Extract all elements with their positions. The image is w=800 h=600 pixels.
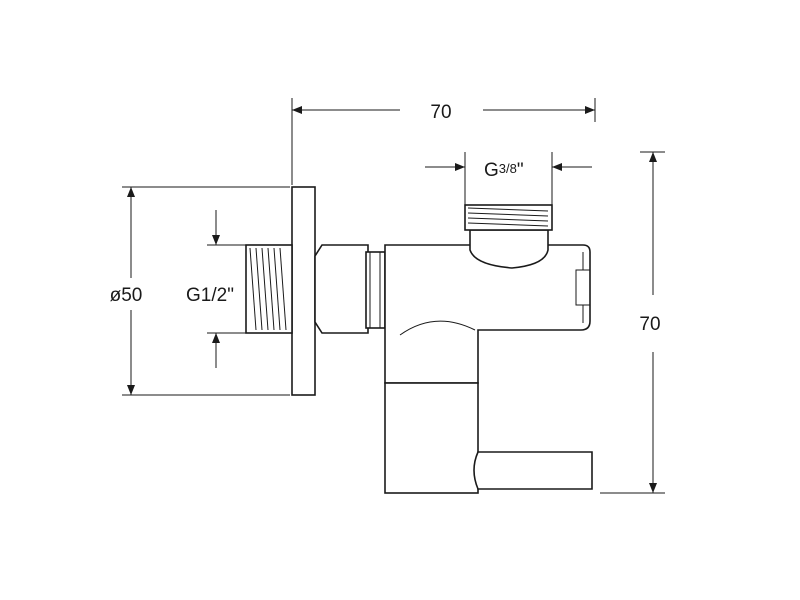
dimension-width: 70: [291, 98, 596, 185]
valve-bore-curve: [399, 320, 476, 336]
dimension-inlet-thread-label: G1/2": [186, 285, 234, 306]
collar-ring: [365, 251, 386, 329]
wall-flange-plate: [291, 186, 316, 396]
valve-knob-housing: [384, 382, 479, 494]
dimension-inlet-thread: G1/2": [186, 210, 246, 368]
outlet-neck: [469, 229, 549, 269]
valve-end-slot: [575, 252, 584, 323]
dimension-outlet-thread-label: G3/8": [484, 160, 524, 181]
valve-collar: [314, 244, 369, 334]
dimension-flange-diameter: ø50: [110, 186, 290, 396]
dimension-width-label: 70: [430, 102, 451, 123]
inlet-thread: [245, 244, 293, 334]
dimension-outlet-thread: G3/8": [425, 152, 592, 205]
dimension-height: 70: [600, 151, 665, 494]
valve-lever-handle: [473, 451, 593, 490]
dimension-flange-diameter-label: ø50: [110, 285, 143, 306]
outlet-thread: [464, 204, 553, 231]
valve-main-body: [384, 244, 591, 384]
dimension-height-label: 70: [639, 314, 660, 335]
